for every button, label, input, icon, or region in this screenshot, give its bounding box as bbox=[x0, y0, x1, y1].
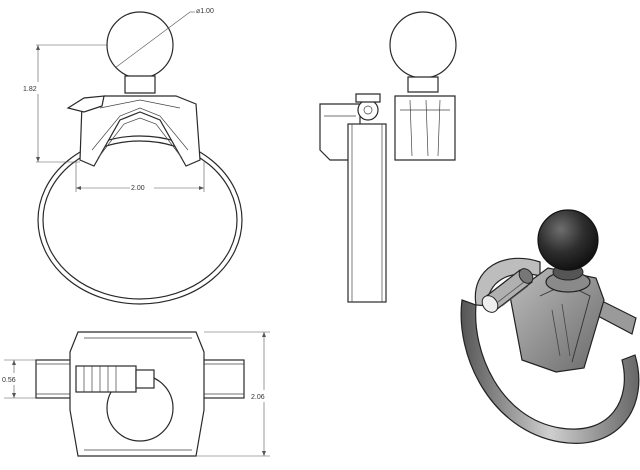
screw-head-side bbox=[357, 99, 379, 121]
dim-overall-height: 2.06 bbox=[196, 331, 276, 457]
band-inner bbox=[42, 140, 238, 300]
dim-ball-diameter: ⌀1.00 bbox=[114, 4, 225, 69]
band-iso bbox=[460, 299, 640, 444]
ball bbox=[106, 11, 174, 79]
mount-body-side bbox=[394, 95, 456, 161]
ball-side bbox=[389, 11, 457, 79]
dim-thickness-label: 0.56 bbox=[2, 377, 16, 384]
front-view: ⌀1.00 1.82 2.00 bbox=[22, 4, 243, 305]
ball-iso bbox=[537, 209, 599, 271]
dim-band-width-label: 2.00 bbox=[131, 185, 145, 192]
band-end-iso bbox=[597, 299, 637, 335]
top-view: 0.56 2.06 bbox=[1, 331, 276, 457]
dim-height-top: 1.82 bbox=[22, 44, 108, 163]
ball-neck bbox=[124, 75, 156, 94]
dim-thickness: 0.56 bbox=[1, 359, 36, 399]
isometric-view bbox=[460, 209, 640, 444]
mount-body bbox=[79, 95, 201, 167]
band-outer bbox=[37, 135, 243, 305]
dim-overall-height-label: 2.06 bbox=[251, 394, 265, 401]
screw-lever bbox=[66, 95, 105, 113]
screw-top bbox=[75, 365, 137, 393]
side-view bbox=[319, 11, 457, 303]
dim-height-top-label: 1.82 bbox=[23, 86, 37, 93]
band-strip bbox=[347, 123, 387, 303]
dim-band-width: 2.00 bbox=[75, 162, 205, 193]
dim-ball-diameter-label: ⌀1.00 bbox=[196, 8, 214, 15]
